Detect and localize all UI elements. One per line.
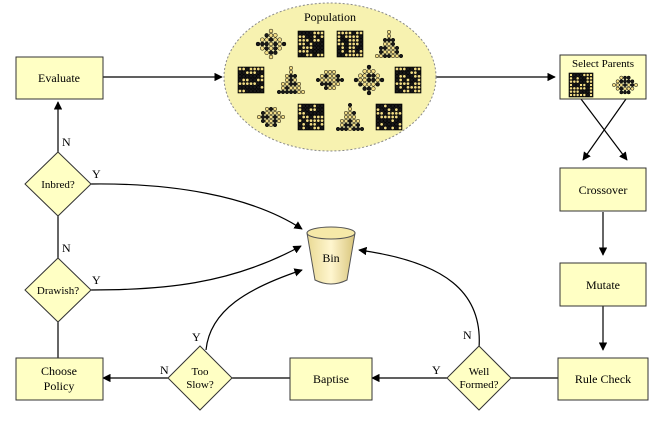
too-slow-label-line2: Slow?	[186, 379, 214, 391]
well-formed-label-line1: Well	[469, 366, 490, 378]
population-label: Population	[304, 10, 356, 24]
choose-policy-label-line1: Choose	[41, 364, 77, 378]
bin-label: Bin	[322, 251, 339, 265]
inbred-label: Inbred?	[41, 179, 75, 191]
label-too-slow-no: N	[160, 363, 169, 377]
well-formed-node: Well Formed?	[446, 345, 512, 411]
crossover-label: Crossover	[579, 183, 628, 197]
edge-labels: N Y N Y Y N Y N	[62, 135, 472, 377]
mutate-label: Mutate	[586, 278, 620, 292]
label-well-formed-no: N	[463, 328, 472, 342]
drawish-node: Drawish?	[24, 257, 92, 323]
square-board-piece	[394, 66, 422, 94]
square-board-piece	[375, 103, 403, 131]
rule-check-label: Rule Check	[575, 372, 631, 386]
parent-pieces	[568, 72, 638, 98]
too-slow-diamond	[167, 345, 233, 411]
square-board-piece	[297, 30, 325, 58]
drawish-diamond	[24, 257, 92, 323]
diamond-board-piece	[353, 64, 385, 96]
too-slow-label-line1: Too	[192, 366, 209, 378]
hex-board-piece	[256, 106, 286, 128]
baptise-box	[289, 357, 373, 401]
edge-well-formed-to-bin	[358, 246, 480, 349]
select-parents-label: Select Parents	[572, 58, 634, 70]
mutate-node: Mutate	[559, 262, 647, 307]
edge-drawish-to-bin	[90, 245, 302, 291]
square-board-piece	[237, 66, 265, 94]
rule-check-box	[557, 357, 649, 401]
square-board-piece	[568, 72, 594, 98]
inbred-node: Inbred?	[24, 151, 92, 217]
bin-body	[306, 232, 356, 285]
triangle-board-piece	[276, 65, 306, 95]
label-drawish-yes: Y	[92, 273, 101, 287]
rule-check-node: Rule Check	[557, 357, 649, 401]
triangle-board-piece	[335, 102, 365, 132]
too-slow-node: Too Slow?	[167, 345, 233, 411]
mutate-box	[559, 262, 647, 307]
bin-rim	[306, 226, 356, 240]
diamond-board-piece	[255, 28, 287, 60]
edge-too-slow-to-bin	[205, 268, 303, 351]
inbred-diamond	[24, 151, 92, 217]
population-node: Population	[223, 2, 437, 152]
square-board-piece	[336, 30, 364, 58]
edge-inbred-to-bin	[90, 183, 303, 230]
crossover-node: Crossover	[559, 167, 647, 212]
baptise-label: Baptise	[313, 372, 349, 386]
label-inbred-yes: Y	[92, 167, 101, 181]
label-drawish-no: N	[62, 241, 71, 255]
square-board-piece	[297, 103, 325, 131]
choose-policy-label-line2: Policy	[44, 379, 75, 393]
well-formed-label-line2: Formed?	[459, 379, 498, 391]
triangle-board-piece	[374, 29, 404, 59]
baptise-node: Baptise	[289, 357, 373, 401]
drawish-label: Drawish?	[37, 285, 79, 297]
choose-policy-node: Choose Policy	[15, 357, 104, 401]
well-formed-diamond	[446, 345, 512, 411]
population-pieces	[237, 28, 422, 132]
edges	[53, 72, 628, 383]
label-well-formed-yes: Y	[432, 363, 441, 377]
evaluate-label: Evaluate	[38, 71, 80, 85]
hex-board-piece	[612, 75, 638, 95]
select-parents-node: Select Parents	[559, 54, 647, 100]
crossover-box	[559, 167, 647, 212]
evaluate-node: Evaluate	[15, 56, 104, 100]
label-inbred-no: N	[62, 135, 71, 149]
edge-select-right-to-crossover	[582, 98, 627, 161]
label-too-slow-yes: Y	[192, 330, 201, 344]
evaluate-box	[15, 56, 104, 100]
choose-policy-box	[15, 357, 104, 401]
bin-node: Bin	[306, 226, 356, 285]
hex-board-piece	[315, 69, 345, 91]
